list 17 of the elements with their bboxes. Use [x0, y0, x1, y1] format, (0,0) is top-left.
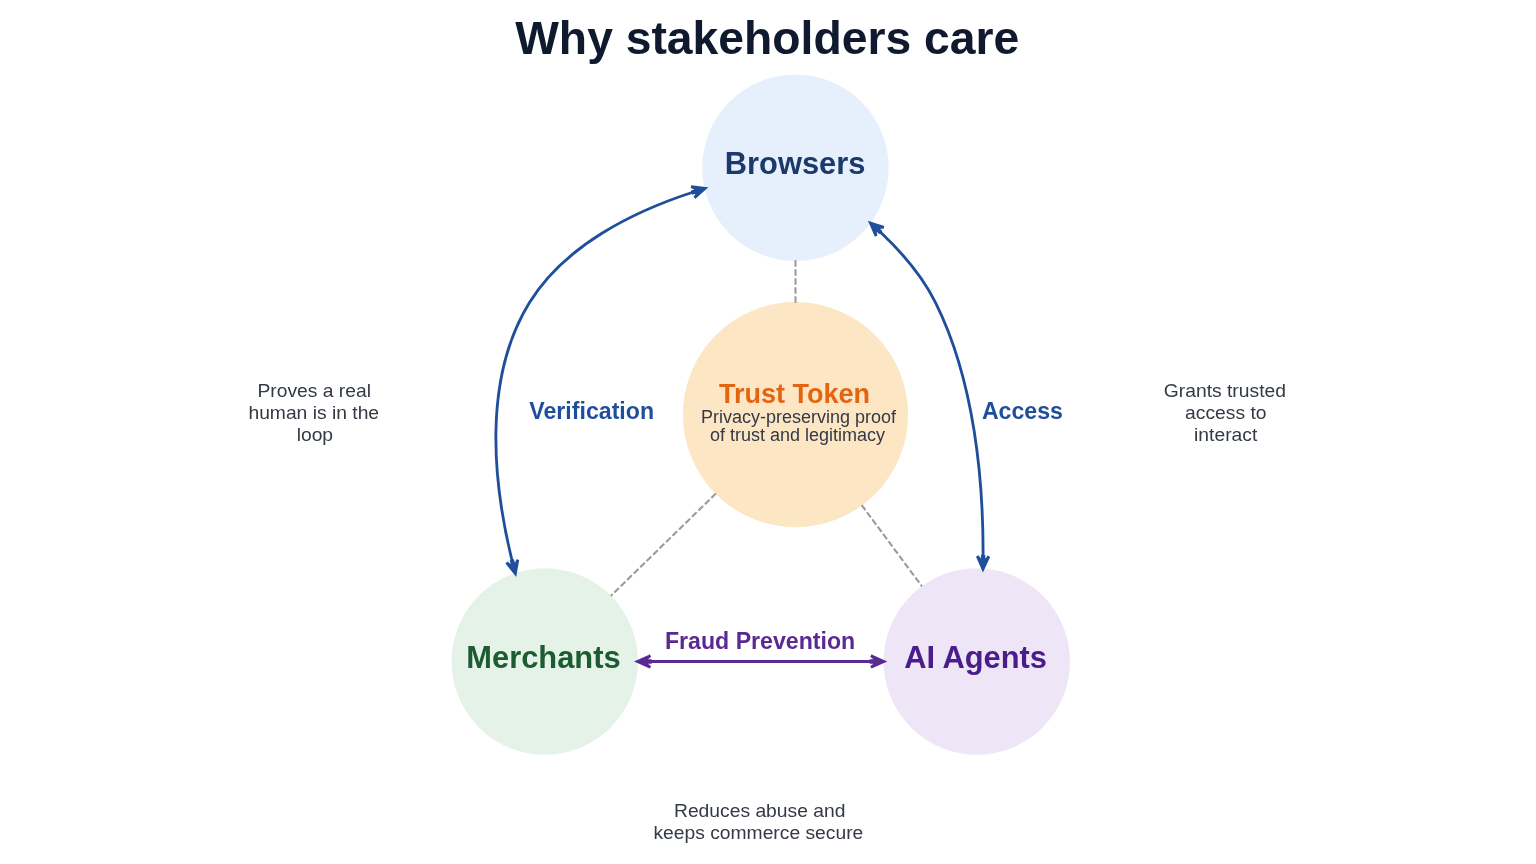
label: Reduces abuse and keeps commerce secure: [652, 800, 863, 843]
arrow: [868, 221, 990, 571]
edge-label: Fraud Prevention: [664, 628, 855, 655]
connector: [609, 492, 717, 597]
edge-label: Verification: [528, 398, 654, 425]
arrow: [494, 185, 707, 576]
label: Grants trusted access to interact: [1163, 380, 1286, 445]
node-circle: Browsers: [701, 74, 889, 261]
arrow: [635, 654, 885, 669]
node-circle: Trust Token Privacy-preserving proof of trust and legitimacy: [682, 302, 908, 528]
node-circle: AI Agents: [883, 568, 1070, 755]
connector: [860, 504, 923, 588]
node-circle: Merchants: [451, 568, 638, 755]
edge-label: Access: [981, 398, 1063, 425]
connector: [793, 260, 797, 303]
label: Proves a real human is in the loop: [247, 380, 379, 445]
diagram-title: Why stakeholders care: [514, 12, 1019, 65]
